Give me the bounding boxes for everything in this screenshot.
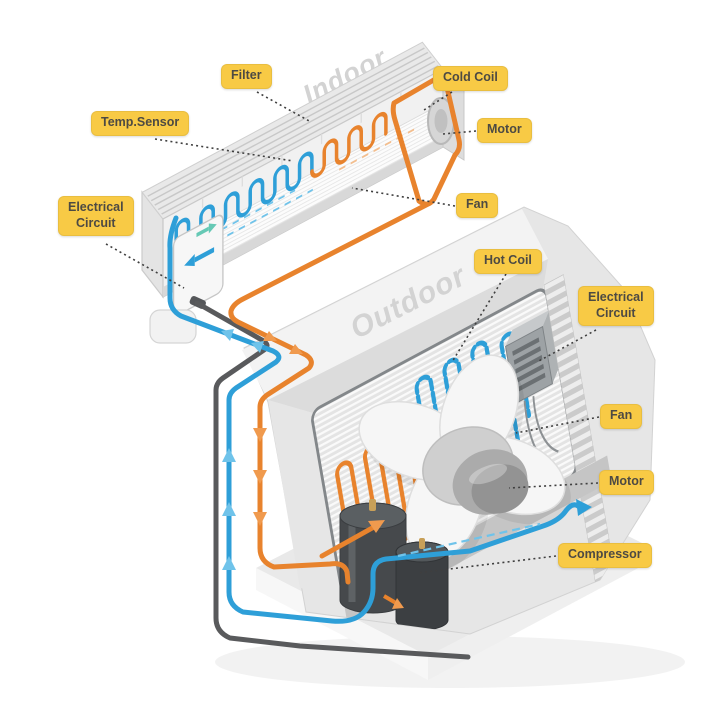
indoor-electrical-circuit-box (172, 214, 224, 316)
indoor-fan-motor-cap (427, 97, 455, 145)
cold-line-outdoor (370, 502, 581, 591)
leader-hot-coil (451, 273, 507, 363)
leader-cold-coil (423, 91, 453, 111)
indoor-base-strip (163, 136, 444, 297)
outdoor-top-panel (242, 209, 548, 400)
outdoor-left-rim (268, 400, 345, 596)
label-indoor-motor: Motor (477, 118, 532, 143)
label-compressor: Compressor (558, 543, 652, 568)
label-outdoor-motor: Motor (599, 470, 654, 495)
cold-flow-arrow (576, 499, 592, 516)
label-indoor-electrical-circuit: Electrical Circuit (58, 196, 134, 237)
hot-flow-arrow (368, 520, 385, 533)
label-temp-sensor: Temp.Sensor (91, 111, 190, 136)
refrigerant-lines (167, 200, 471, 660)
outdoor-top-rim (268, 259, 548, 413)
outdoor-fan-motor (422, 426, 529, 515)
cold-line (167, 215, 376, 624)
outdoor-unit: Outdoor (215, 206, 685, 688)
leader-outdoor-electrical (536, 329, 597, 363)
leader-lines (105, 91, 600, 574)
leader-outdoor-motor (508, 482, 599, 489)
leader-indoor-motor (442, 130, 477, 135)
hot-flow-arrow (392, 598, 404, 609)
flow-arrows (221, 329, 303, 570)
indoor-filter-grille (141, 41, 444, 220)
drain-pipe (194, 300, 471, 660)
compressor-large (339, 499, 407, 614)
leader-indoor-electrical (105, 243, 185, 289)
label-outdoor-fan: Fan (600, 404, 643, 429)
mounting-foot (149, 309, 197, 344)
leader-outdoor-fan (515, 416, 600, 434)
leader-indoor-fan (351, 187, 456, 207)
motor-wire (532, 395, 559, 453)
coil-warm-section (310, 111, 388, 178)
label-indoor-fan: Fan (456, 193, 499, 218)
hot-line (228, 200, 433, 585)
indoor-unit (141, 41, 465, 344)
label-cold-coil: Cold Coil (433, 66, 508, 91)
label-filter: Filter (221, 64, 272, 89)
cold-line-dashes (397, 522, 541, 558)
label-outdoor-electrical-circuit: Electrical Circuit (578, 286, 654, 327)
hot-line-stub (382, 594, 398, 605)
hot-line-to-compressor (319, 524, 377, 559)
label-hot-coil: Hot Coil (474, 249, 542, 274)
